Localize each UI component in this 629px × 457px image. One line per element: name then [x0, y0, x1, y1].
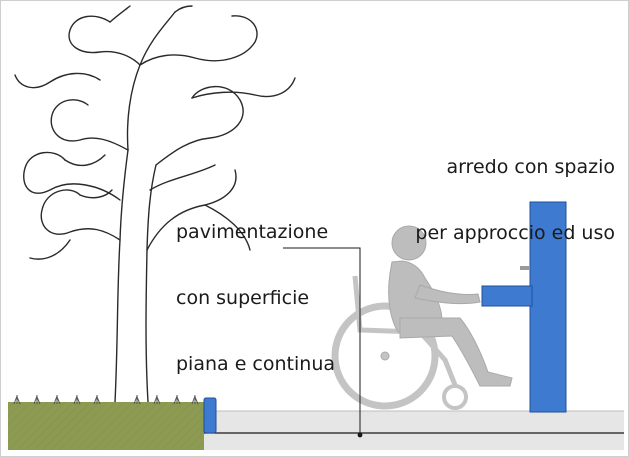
furniture-tap	[520, 266, 530, 270]
pavement-slab	[204, 411, 624, 450]
leader-dot	[357, 432, 363, 438]
label-furniture-line-2: per approccio ed uso	[415, 222, 615, 244]
label-paving-line-3: piana e continua	[176, 353, 336, 375]
label-furniture-line-1: arredo con spazio	[446, 156, 615, 178]
grass-hatch	[8, 402, 204, 450]
label-paving-line-2: con superficie	[176, 287, 310, 309]
wheelchair-user-figure	[331, 225, 513, 410]
grass-tufts	[13, 395, 199, 405]
furniture-shelf	[481, 285, 533, 307]
label-furniture: arredo con spazio per approccio ed uso	[415, 112, 615, 288]
leader-line	[283, 247, 361, 435]
curb	[203, 397, 217, 434]
label-paving-line-1: pavimentazione	[176, 221, 329, 243]
furniture-column	[529, 201, 567, 413]
label-paving: pavimentazione con superficie piana e co…	[176, 177, 335, 419]
tree-outline	[14, 5, 296, 403]
